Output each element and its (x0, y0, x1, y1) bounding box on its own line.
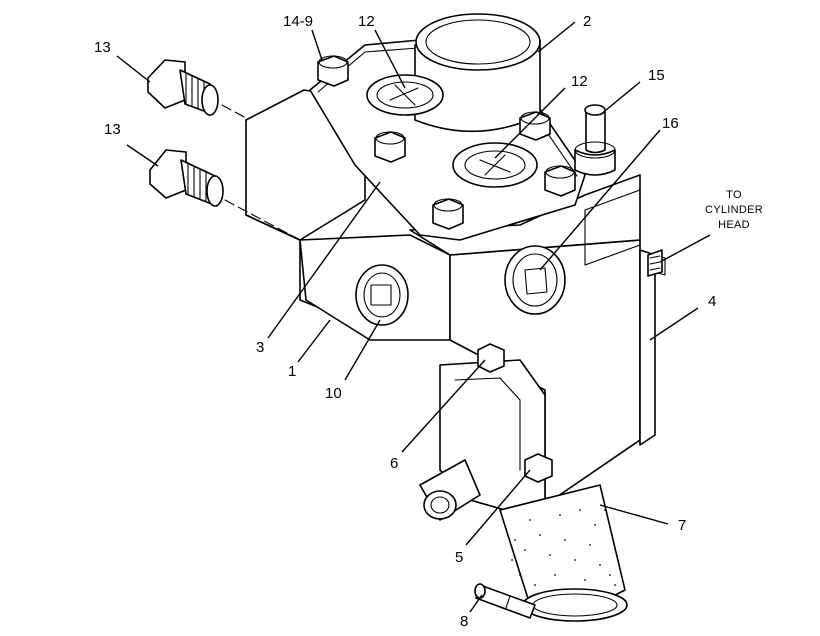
callout-6: 6 (390, 455, 398, 472)
note-to-line3: HEAD (718, 219, 750, 231)
callout-8: 8 (460, 613, 468, 630)
callout-15: 15 (648, 67, 665, 84)
bolt-icon (432, 198, 464, 230)
hex-plug-upper (477, 343, 505, 373)
callout-labels: 13 13 14-9 12 2 12 15 16 TO CYLINDER HEA… (94, 13, 763, 630)
cylinder-head-fitting (647, 249, 663, 277)
note-to-line2: CYLINDER (705, 204, 763, 216)
plug-lower (149, 149, 224, 207)
round-port (504, 245, 566, 315)
bolt-icon (317, 55, 349, 87)
drain-pin (474, 583, 536, 619)
square-plug-port (355, 264, 409, 326)
valve-window-upper (366, 74, 444, 116)
plug-upper (147, 59, 219, 116)
callout-12-upper: 12 (358, 13, 375, 30)
leader-lines (116, 21, 711, 613)
callout-13-lower: 13 (104, 121, 121, 138)
callout-13-upper: 13 (94, 39, 111, 56)
callout-5: 5 (455, 549, 463, 566)
cylinder-cap (414, 13, 541, 133)
callout-16: 16 (662, 115, 679, 132)
filter-element (499, 484, 628, 622)
bolt-icon (544, 165, 576, 197)
callout-4: 4 (708, 293, 716, 310)
bolt-icon (519, 111, 551, 141)
callout-2: 2 (583, 13, 591, 30)
callout-14-9: 14-9 (283, 13, 313, 30)
callout-12-lower: 12 (571, 73, 588, 90)
hex-plug-lower (524, 453, 553, 483)
vent-stem (574, 104, 616, 176)
bolt-group (317, 55, 576, 230)
bolt-icon (374, 131, 406, 163)
valve-window-lower (452, 142, 538, 188)
callout-7: 7 (678, 517, 686, 534)
callout-3: 3 (256, 339, 264, 356)
callout-10: 10 (325, 385, 342, 402)
note-to-line1: TO (726, 189, 742, 201)
callout-1: 1 (288, 363, 296, 380)
